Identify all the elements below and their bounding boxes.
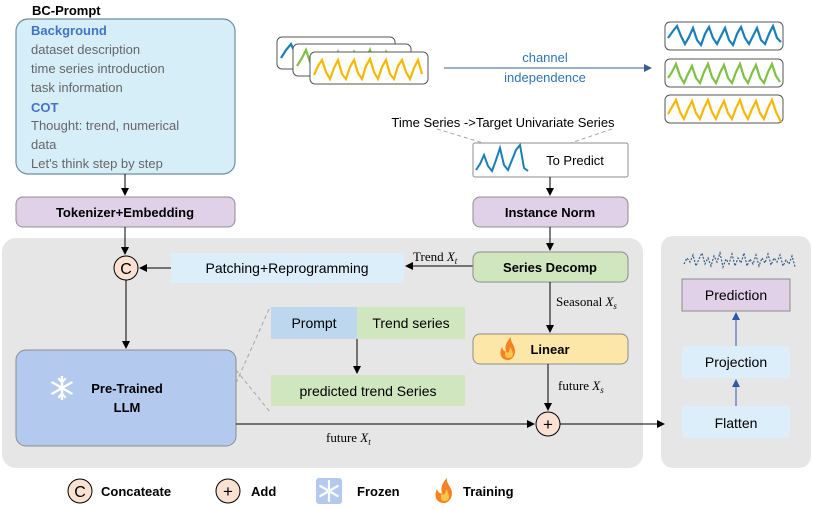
- to-predict-label: To Predict: [546, 153, 604, 168]
- snowflake-icon: [51, 375, 73, 401]
- channel-box-yellow: [664, 94, 784, 124]
- background-title: Background: [31, 23, 107, 38]
- predicted-trend-block: [271, 375, 465, 406]
- flame-icon: [500, 337, 515, 360]
- llm-label-line1: Pre-Trained: [91, 381, 163, 396]
- seasonal-label: Seasonal Xs: [556, 294, 617, 311]
- output-series: [683, 250, 796, 270]
- patching-block: [171, 253, 404, 283]
- to-predict-series: [475, 142, 529, 174]
- legend-add-symbol: +: [223, 482, 233, 501]
- legend-concat-icon: [67, 478, 93, 504]
- patching-label: Patching+Reprogramming: [205, 260, 368, 276]
- legend-flame-icon: [435, 478, 452, 503]
- legend-add-label: Add: [251, 484, 276, 499]
- background-line-3: task information: [31, 80, 123, 95]
- channel-box-green: [664, 58, 784, 88]
- legend-snowflake-icon: [319, 479, 339, 503]
- llm-label-line2: LLM: [114, 400, 141, 415]
- prediction-label: Prediction: [705, 287, 767, 303]
- legend-concat-symbol: C: [74, 484, 86, 501]
- series-decomp-label: Series Decomp: [503, 260, 597, 275]
- prompt-block: [271, 307, 357, 339]
- cot-line-3: Let's think step by step: [31, 156, 163, 171]
- channel-label-line2: independence: [504, 70, 586, 85]
- projection-block: [682, 346, 790, 378]
- target-univariate-label: Time Series ->Target Univariate Series: [391, 115, 615, 130]
- bc-prompt-heading: BC-Prompt: [32, 3, 101, 18]
- cot-title: COT: [31, 100, 59, 115]
- legend-training-label: Training: [463, 484, 514, 499]
- background-line-1: dataset description: [31, 42, 140, 57]
- cot-line-2: data: [31, 137, 57, 152]
- trend-series-block: [357, 307, 465, 339]
- trend-label: Trend Xt: [413, 249, 458, 266]
- flatten-block: [682, 406, 790, 438]
- concat-symbol: C: [120, 261, 132, 278]
- channel-series-yellow: [667, 97, 782, 123]
- projection-label: Projection: [705, 354, 767, 370]
- legend-concat-label: Concateate: [101, 484, 171, 499]
- channel-series-green: [667, 61, 781, 86]
- add-symbol: +: [543, 415, 553, 434]
- future-seasonal-label: future Xs: [558, 378, 604, 395]
- channel-series-blue: [667, 23, 782, 48]
- channel-label-line1: channel: [522, 50, 568, 65]
- multivariate-input-stack: [276, 36, 429, 85]
- prediction-block: [681, 278, 791, 312]
- background-line-2: time series introduction: [31, 61, 165, 76]
- legend-frozen-label: Frozen: [357, 484, 400, 499]
- flatten-label: Flatten: [715, 415, 758, 431]
- llm-block: [15, 349, 237, 447]
- prompt-label: Prompt: [291, 315, 336, 331]
- tokenizer-label: Tokenizer+Embedding: [56, 205, 194, 220]
- legend-add-icon: [215, 478, 241, 504]
- trend-series-label: Trend series: [372, 315, 449, 331]
- predicted-trend-label: predicted trend Series: [300, 383, 437, 399]
- zoom-line-bottom: [235, 369, 271, 413]
- future-trend-label: future Xt: [326, 430, 371, 447]
- linear-label: Linear: [530, 342, 569, 357]
- dashed-target-line-right: [564, 128, 613, 146]
- channel-box-blue: [664, 21, 784, 51]
- instance-norm-label: Instance Norm: [505, 205, 595, 220]
- cot-line-1: Thought: trend, numerical: [31, 118, 179, 133]
- dashed-target-line-left: [436, 128, 491, 146]
